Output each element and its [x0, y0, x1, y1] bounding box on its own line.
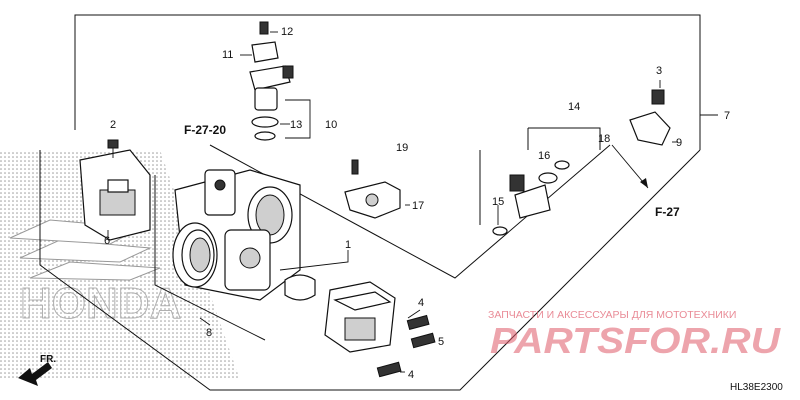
callout-5: 5 [438, 336, 444, 348]
throttle-body [172, 169, 301, 301]
callout-8: 8 [206, 327, 212, 339]
section-ref-right: F-27 [655, 205, 680, 219]
callout-4-upper: 4 [418, 297, 424, 309]
brand-outline-lettering: HONDA [20, 279, 181, 328]
callout-6: 6 [104, 235, 110, 247]
callout-10: 10 [325, 119, 337, 131]
callout-9: 9 [676, 137, 682, 149]
callout-1: 1 [345, 239, 351, 251]
callout-2: 2 [110, 119, 116, 131]
front-indicator-label: FR. [40, 354, 56, 365]
front-arrow-icon [18, 362, 52, 386]
sensor-9 [629, 89, 671, 146]
callout-15: 15 [492, 196, 504, 208]
watermark-logo: PARTSFOR.RU [490, 320, 781, 361]
callout-numbers: 1 2 3 4 4 5 6 7 8 9 10 11 12 13 14 15 16… [104, 26, 730, 381]
assembly-frame [39, 14, 718, 391]
callout-17: 17 [412, 200, 424, 212]
fuel-rail-bracket [344, 159, 401, 219]
callout-19: 19 [396, 142, 408, 154]
screw-2 [107, 139, 119, 158]
callout-16: 16 [538, 150, 550, 162]
drawing-code: HL38E2300 [730, 382, 783, 393]
fuel-injector [492, 160, 570, 236]
injector-assembly [249, 21, 294, 141]
watermark-tagline: ЗАПЧАСТИ И АКСЕССУАРЫ ДЛЯ МОТОТЕХНИКИ [488, 309, 736, 321]
callout-4-lower: 4 [408, 369, 414, 381]
section-ref-top: F-27-20 [184, 123, 226, 137]
sensor-unit [284, 274, 396, 353]
bolts [376, 314, 436, 378]
callout-13: 13 [290, 119, 302, 131]
callout-14: 14 [568, 101, 580, 113]
sensor-bracket [79, 149, 151, 241]
callout-3: 3 [656, 65, 662, 77]
leader-lines [107, 31, 678, 373]
callout-7: 7 [724, 110, 730, 122]
f27-pointer-arrow-icon [611, 144, 649, 189]
callout-18: 18 [598, 133, 610, 145]
callout-11: 11 [222, 49, 233, 61]
callout-12: 12 [281, 26, 293, 38]
